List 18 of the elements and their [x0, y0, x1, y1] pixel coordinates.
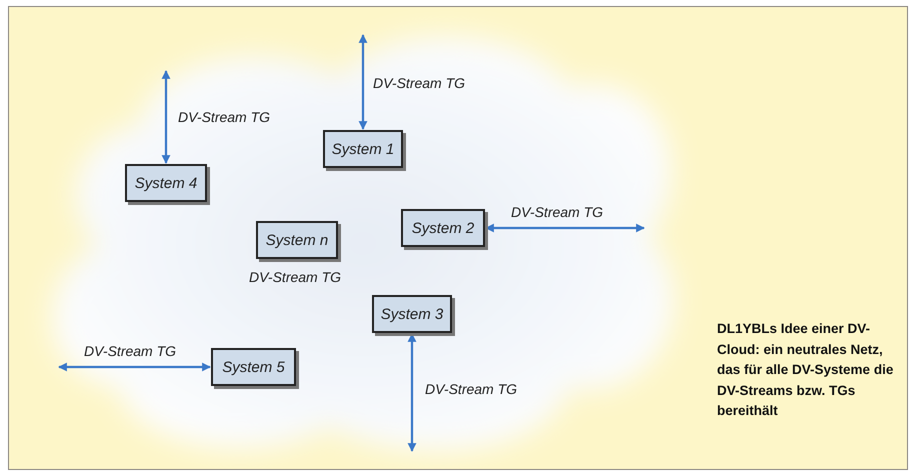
double-arrow	[58, 362, 211, 372]
edge-label: DV-Stream TG	[373, 75, 466, 91]
system-box: System 4	[125, 164, 207, 202]
stream-label: DV-Stream TG	[249, 269, 342, 285]
double-arrow	[485, 224, 645, 232]
edge-label: DV-Stream TG	[511, 204, 604, 220]
edge-label: DV-Stream TG	[178, 109, 270, 125]
edge-label: DV-Stream TG	[425, 381, 518, 397]
system-box: System 1	[323, 130, 403, 168]
system-box: System 5	[211, 348, 296, 386]
system-box: System 2	[401, 209, 485, 247]
system-box: System n	[256, 221, 338, 259]
double-arrow	[358, 34, 368, 130]
double-arrow	[408, 333, 416, 452]
caption-text: DL1YBLs Idee einer DV-Cloud: ein neutrales Netz, das für alle DV-Systeme die DV-Streams bzw. TGs bereithält	[717, 320, 894, 420]
double-arrow	[162, 70, 170, 164]
system-box: System 3	[372, 295, 452, 333]
edge-label: DV-Stream TG	[84, 343, 176, 359]
